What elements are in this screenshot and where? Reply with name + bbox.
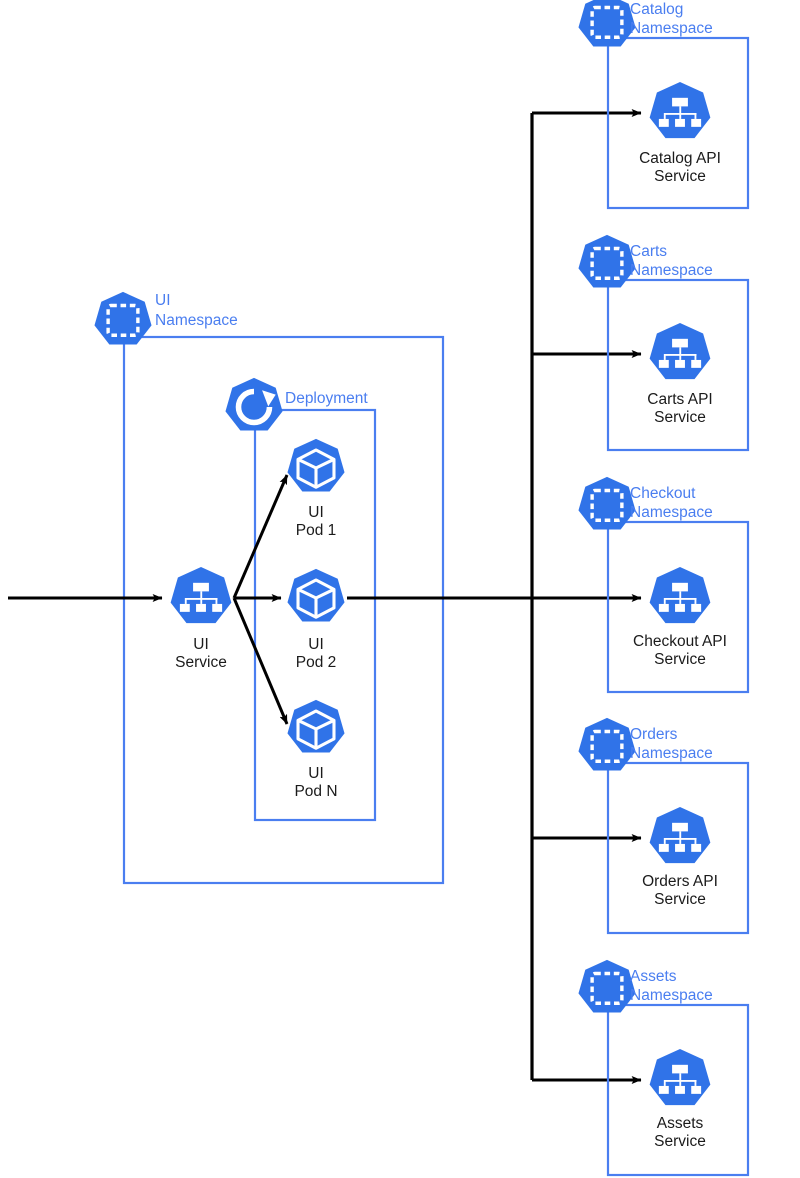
carts-service-label-line2: Service xyxy=(654,409,706,426)
assets-namespace-label-line2: Namespace xyxy=(630,987,713,1004)
ui-namespace-box[interactable] xyxy=(122,335,445,885)
carts-namespace-label-line1: Carts xyxy=(630,243,667,260)
orders-service-label-line1: Orders API xyxy=(642,873,718,890)
edge-ui-service-to-pod-1 xyxy=(232,474,289,599)
ui-deployment-group[interactable]: Deployment xyxy=(225,378,377,822)
edge-ui-service-to-pod-n xyxy=(232,597,289,725)
service-icon xyxy=(649,806,711,864)
namespace-icon xyxy=(576,0,638,49)
orders-namespace-label-line2: Namespace xyxy=(630,745,713,762)
ui-pod-n-node[interactable]: UI Pod N xyxy=(285,698,347,800)
catalog-namespace-label-line1: Catalog xyxy=(630,1,683,18)
deployment-icon xyxy=(225,378,282,431)
service-icon xyxy=(649,566,711,624)
assets-namespace-group[interactable]: Assets Namespace Assets Service xyxy=(576,958,750,1177)
pod-icon xyxy=(285,437,347,494)
ui-pod-n-label-line2: Pod N xyxy=(294,783,337,800)
catalog-service-label-line1: Catalog API xyxy=(639,150,721,167)
carts-namespace-label-line2: Namespace xyxy=(630,262,713,279)
ui-pod-1-label-line2: Pod 1 xyxy=(296,522,337,539)
service-icon xyxy=(649,1048,711,1106)
catalog-service-label-line2: Service xyxy=(654,168,706,185)
assets-service-label-line1: Assets xyxy=(657,1115,704,1132)
checkout-service-label-line2: Service xyxy=(654,651,706,668)
catalog-namespace-label-line2: Namespace xyxy=(630,20,713,37)
checkout-namespace-group[interactable]: Checkout Namespace Checkout API Service xyxy=(576,475,750,694)
assets-namespace-label-line1: Assets xyxy=(630,968,677,985)
ui-service-label-line1: UI xyxy=(193,636,209,653)
catalog-namespace-box[interactable] xyxy=(606,36,750,210)
service-icon xyxy=(170,566,232,624)
orders-service-label-line2: Service xyxy=(654,891,706,908)
orders-namespace-group[interactable]: Orders Namespace Orders API Service xyxy=(576,716,750,935)
ui-namespace-label-line1: UI xyxy=(155,292,171,309)
service-icon xyxy=(649,322,711,380)
pod-icon xyxy=(285,698,347,755)
pod-icon xyxy=(285,567,347,624)
checkout-namespace-label-line2: Namespace xyxy=(630,504,713,521)
service-icon xyxy=(649,81,711,139)
ui-pod-1-node[interactable]: UI Pod 1 xyxy=(285,437,347,539)
ui-pod-2-label-line1: UI xyxy=(308,636,324,653)
orders-namespace-label-line1: Orders xyxy=(630,726,678,743)
deployment-label: Deployment xyxy=(285,390,368,407)
orders-namespace-box[interactable] xyxy=(606,761,750,935)
ui-pod-2-node[interactable]: UI Pod 2 xyxy=(285,567,347,671)
ui-pod-1-label-line1: UI xyxy=(308,504,324,521)
carts-service-label-line1: Carts API xyxy=(647,391,712,408)
assets-namespace-box[interactable] xyxy=(606,1003,750,1177)
ui-namespace-group[interactable]: UI Namespace xyxy=(92,290,445,885)
assets-service-label-line2: Service xyxy=(654,1133,706,1150)
deployment-box[interactable] xyxy=(253,408,377,822)
ui-namespace-label-line2: Namespace xyxy=(155,312,238,329)
ui-service-node[interactable]: UI Service xyxy=(170,566,232,671)
catalog-namespace-group[interactable]: Catalog Namespace Catalog API Service xyxy=(576,0,750,210)
ui-pod-2-label-line2: Pod 2 xyxy=(296,654,337,671)
checkout-namespace-box[interactable] xyxy=(606,520,750,694)
carts-namespace-box[interactable] xyxy=(606,278,750,452)
ui-service-label-line2: Service xyxy=(175,654,227,671)
checkout-service-label-line1: Checkout API xyxy=(633,633,727,650)
checkout-namespace-label-line1: Checkout xyxy=(630,485,696,502)
ui-pod-n-label-line1: UI xyxy=(308,765,324,782)
carts-namespace-group[interactable]: Carts Namespace Carts API Service xyxy=(576,233,750,452)
